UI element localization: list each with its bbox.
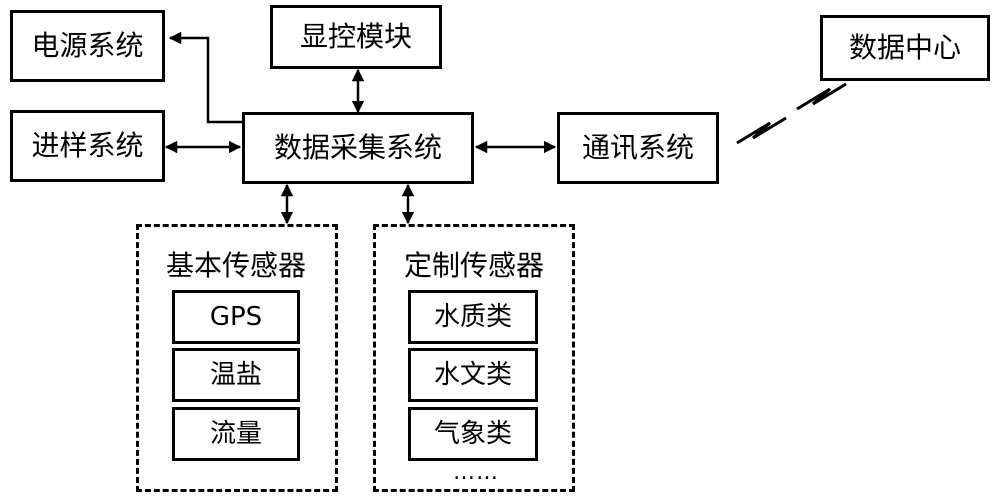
sensor-item-label: 温盐 <box>209 360 262 390</box>
sensor-item-label: 水文类 <box>433 360 512 390</box>
basic-sensors-group <box>136 224 338 492</box>
sensor-item-label: 流量 <box>209 419 262 449</box>
wireless-link-zigzag-2 <box>796 82 847 111</box>
data-acquisition-label: 数据采集系统 <box>273 131 442 164</box>
data-center-box: 数据中心 <box>820 15 990 81</box>
display-control-box: 显控模块 <box>270 5 442 69</box>
power-system-label: 电源系统 <box>31 29 144 62</box>
sensor-item-hydrology: 水文类 <box>408 348 538 402</box>
arrow-to-power-system <box>168 31 242 124</box>
custom-sensors-group <box>373 224 575 492</box>
sensor-item-label: GPS <box>209 302 263 332</box>
data-center-label: 数据中心 <box>848 31 961 64</box>
display-control-label: 显控模块 <box>299 20 412 53</box>
sensor-item-label: 水质类 <box>433 302 512 332</box>
wireless-link-zigzag-1 <box>736 116 787 145</box>
power-system-box: 电源系统 <box>10 10 165 82</box>
sensor-item-label: 气象类 <box>433 419 512 449</box>
more-sensors-ellipsis: …… <box>453 460 499 485</box>
sampling-system-box: 进样系统 <box>10 110 165 182</box>
custom-sensors-title: 定制传感器 <box>404 249 545 282</box>
basic-sensors-title: 基本传感器 <box>166 249 307 282</box>
communication-label: 通讯系统 <box>581 131 694 164</box>
sensor-item-gps: GPS <box>172 290 300 344</box>
data-acquisition-box: 数据采集系统 <box>242 112 474 184</box>
sampling-system-label: 进样系统 <box>31 129 144 162</box>
sensor-item-meteorology: 气象类 <box>408 407 538 461</box>
communication-box: 通讯系统 <box>557 112 719 184</box>
sensor-item-temperature-salinity: 温盐 <box>172 348 300 402</box>
sensor-item-water-quality: 水质类 <box>408 290 538 344</box>
sensor-item-flow: 流量 <box>172 407 300 461</box>
